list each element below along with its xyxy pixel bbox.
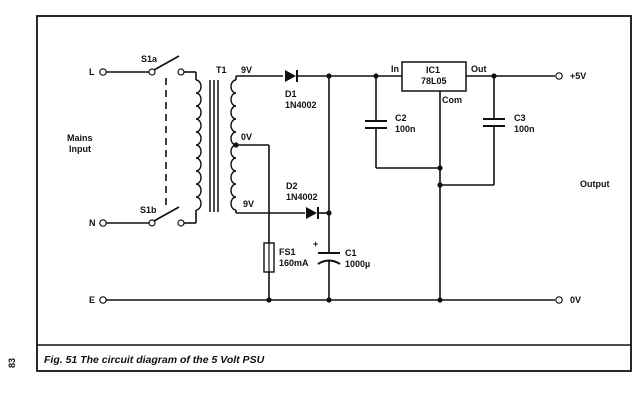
label-ic1: IC1 [426, 65, 440, 75]
label-0v-out: 0V [570, 295, 581, 305]
label-d2: D2 [286, 181, 298, 191]
label-ic1-part: 78L05 [421, 76, 447, 86]
label-t1: T1 [216, 65, 227, 75]
label-l: L [89, 67, 95, 77]
label-n: N [89, 218, 96, 228]
label-c3: C3 [514, 113, 526, 123]
label-output: Output [580, 179, 610, 189]
label-9v-top: 9V [241, 65, 252, 75]
label-c2: C2 [395, 113, 407, 123]
label-ic-in: In [391, 64, 399, 74]
terminal-n [99, 219, 107, 227]
figure-border [36, 15, 632, 372]
label-c1-value: 1000µ [345, 259, 370, 269]
label-9v-bottom: 9V [243, 199, 254, 209]
label-d1: D1 [285, 89, 297, 99]
terminal-0v [555, 296, 563, 304]
terminal-l [99, 68, 107, 76]
label-s1b: S1b [140, 205, 157, 215]
s1a-blade [153, 55, 180, 71]
label-d2-part: 1N4002 [286, 192, 318, 202]
label-c1: C1 [345, 248, 357, 258]
label-s1a: S1a [141, 54, 158, 64]
terminal-e [99, 296, 107, 304]
transformer-secondary-upper [230, 79, 237, 146]
label-c2-value: 100n [395, 124, 416, 134]
page-number: 83 [7, 358, 17, 368]
label-ic-out: Out [471, 64, 487, 74]
transformer-secondary-lower [230, 144, 237, 211]
figure-caption: Fig. 51 The circuit diagram of the 5 Vol… [44, 354, 265, 366]
s1b-contact-left [148, 219, 156, 227]
label-c3-value: 100n [514, 124, 535, 134]
capacitor-c1-plate-bottom [317, 259, 341, 265]
diode-d2 [306, 207, 317, 219]
transformer-primary-winding [195, 79, 202, 211]
label-c1-plus: + [313, 239, 318, 249]
label-fs1: FS1 [279, 247, 296, 257]
label-input: Input [69, 144, 91, 154]
s1a-contact-left [148, 68, 156, 76]
ic1-regulator [401, 61, 467, 92]
label-mains: Mains [67, 133, 93, 143]
s1a-contact-right [177, 68, 185, 76]
label-e: E [89, 295, 95, 305]
label-plus5v: +5V [570, 71, 586, 81]
label-ic-com: Com [442, 95, 462, 105]
label-fs1-value: 160mA [279, 258, 309, 268]
diode-d1 [285, 70, 296, 82]
label-0v-ct: 0V [241, 132, 252, 142]
s1b-contact-right [177, 219, 185, 227]
label-d1-part: 1N4002 [285, 100, 317, 110]
terminal-plus5v [555, 72, 563, 80]
s1b-blade [153, 206, 180, 222]
